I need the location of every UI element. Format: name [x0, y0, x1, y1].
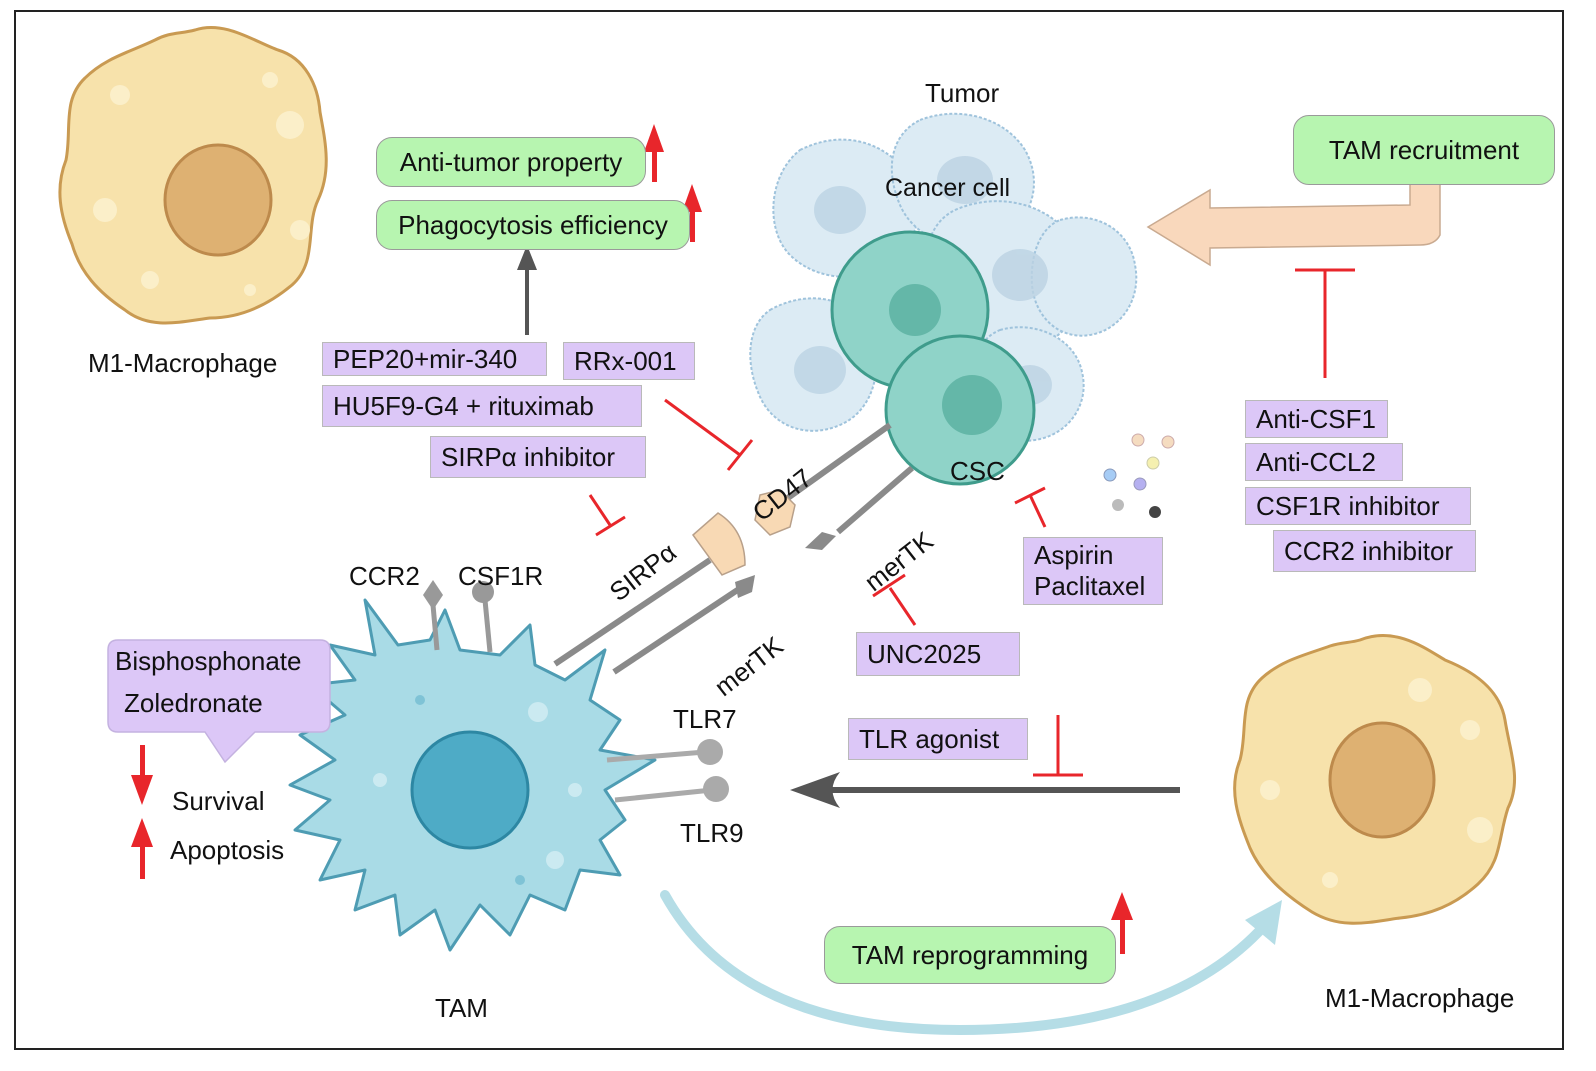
inhibition-marks — [588, 268, 1355, 777]
csf1r-inhibitor-box: CSF1R inhibitor — [1245, 487, 1471, 525]
cytokine-dots — [1103, 433, 1175, 518]
csc-cell — [884, 334, 1036, 486]
zoledronate-label: Zoledronate — [124, 688, 263, 718]
phagocytosis-arrow — [517, 245, 537, 335]
tumor-label: Tumor — [925, 78, 1000, 108]
sirpa-inhibitor-box: SIRPα inhibitor — [430, 436, 646, 478]
sirpa-cd47-axis — [553, 422, 892, 667]
tam-label: TAM — [435, 993, 488, 1023]
tlr7-receptor — [606, 739, 723, 765]
cancer-cell-label: Cancer cell — [885, 174, 1011, 202]
ccr2-receptor — [423, 580, 443, 651]
tam-recruitment-arrow — [1146, 179, 1441, 267]
ccr2-inhibitor-box: CCR2 inhibitor — [1273, 530, 1476, 572]
csf1r-receptor — [472, 581, 494, 653]
phagocytosis-box: Phagocytosis efficiency — [376, 200, 690, 250]
tlr7-label: TLR7 — [673, 704, 737, 734]
down-arrow-red — [131, 745, 153, 805]
bisphosphonate-label: Bisphosphonate — [115, 646, 302, 676]
pep20-box: PEP20+mir-340 — [322, 342, 547, 376]
ccr2-label: CCR2 — [349, 561, 420, 591]
rrx001-box: RRx-001 — [563, 342, 695, 380]
figure-frame — [14, 10, 1564, 1050]
anti-csf1-box: Anti-CSF1 — [1245, 400, 1388, 438]
tam-reprogramming-box: TAM reprogramming — [824, 926, 1116, 984]
m1-macrophage-top-label: M1-Macrophage — [88, 348, 278, 378]
up-arrow-red — [131, 124, 1133, 954]
aspirin-label: Aspirin — [1034, 539, 1114, 570]
tlr9-label: TLR9 — [680, 818, 744, 848]
anti-tumor-box: Anti-tumor property — [376, 137, 646, 187]
m1-macrophage-bottom-label: M1-Macrophage — [1325, 983, 1515, 1013]
csf1r-label: CSF1R — [458, 561, 544, 591]
m1-macrophage-bottom-cell — [1233, 634, 1516, 925]
apoptosis-label: Apoptosis — [170, 835, 285, 865]
mertk-axis — [612, 465, 914, 675]
unc2025-box: UNC2025 — [856, 632, 1020, 676]
survival-label: Survival — [172, 786, 265, 816]
aspirin-paclitaxel-box: Aspirin Paclitaxel — [1023, 537, 1163, 605]
anti-ccl2-box: Anti-CCL2 — [1245, 443, 1403, 481]
tlr9-receptor — [614, 776, 729, 803]
csc-label: CSC — [950, 456, 1005, 486]
paclitaxel-label: Paclitaxel — [1034, 571, 1146, 601]
m1-to-tam-arrow — [790, 772, 1180, 808]
m1-macrophage-top-cell — [58, 25, 328, 325]
tam-reprogramming-arrow — [660, 890, 1282, 1036]
hu5f9-box: HU5F9-G4 + rituximab — [322, 385, 642, 427]
bisphosphonate-callout-shape — [107, 639, 331, 764]
tam-recruitment-box: TAM recruitment — [1293, 115, 1555, 185]
tlr-agonist-box: TLR agonist — [848, 718, 1028, 760]
tam-cell — [288, 598, 657, 952]
